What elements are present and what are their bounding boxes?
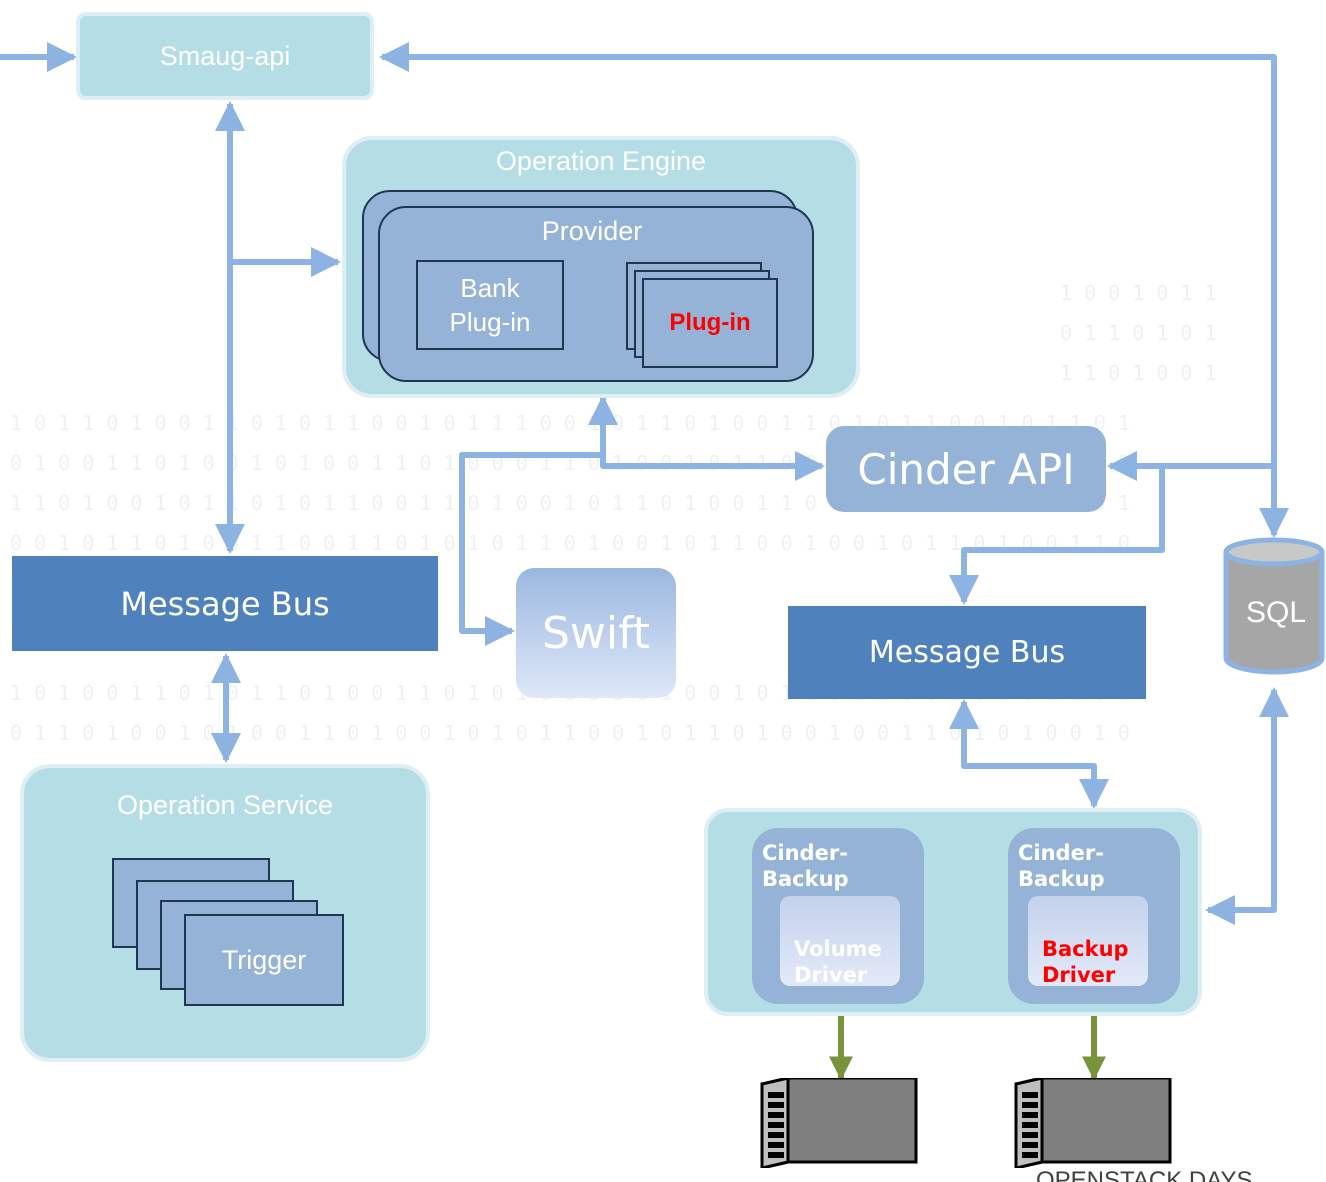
message-bus-right: Message Bus	[788, 606, 1146, 699]
bank-plugin-label: Bank Plug-in	[449, 273, 531, 337]
arrow-sql-to-smaug-api	[379, 42, 1277, 520]
svg-text:0 1 1 0 1 0 1: 0 1 1 0 1 0 1	[1060, 321, 1217, 345]
message-bus-left: Message Bus	[12, 556, 438, 651]
swift-label: Swift	[541, 607, 651, 659]
server-icon	[760, 1078, 918, 1168]
plugin-label: Plug-in	[669, 309, 751, 336]
server-icon	[1014, 1078, 1172, 1168]
smaug-api-box: Smaug-api	[76, 12, 374, 100]
backup-driver-label: Backup Driver	[1042, 937, 1129, 987]
sql-label: SQL	[1245, 596, 1307, 629]
swift-box: Swift	[516, 568, 676, 698]
message-bus-left-label: Message Bus	[120, 584, 330, 623]
svg-text:0 0 1 0 1 1 0 1 0 0 1 1 0 0 1: 0 0 1 0 1 1 0 1 0 0 1 1 0 0 1 1 0 1 0 1 …	[10, 531, 1130, 555]
svg-text:0 1 1 0 1 0 0 1 0 1 0 0 1 1 0: 0 1 1 0 1 0 0 1 0 1 0 0 1 1 0 1 0 0 1 0 …	[10, 721, 1130, 745]
cinder-backup-right-label: Cinder- Backup	[1018, 841, 1105, 891]
arrow-to-swift	[459, 452, 603, 646]
cinder-api-label: Cinder API	[857, 444, 1075, 494]
arrow-bus-to-cinder-backup	[949, 699, 1109, 809]
cinder-api-box: Cinder API	[826, 426, 1106, 512]
arrow-cinder-api-to-right-bus	[949, 466, 1165, 605]
operation-service-label: Operation Service	[116, 790, 334, 820]
plugin-box: Plug-in	[642, 278, 778, 368]
trigger-label: Trigger	[221, 944, 307, 975]
backup-driver-box: Backup Driver	[1028, 896, 1148, 987]
bank-plugin-box: Bank Plug-in	[416, 260, 564, 350]
trigger-box: Trigger	[184, 914, 344, 1006]
arrow-sql-to-cinder-backup	[1205, 687, 1289, 925]
volume-driver-label: Volume Driver	[794, 937, 882, 987]
provider-label: Provider	[541, 216, 643, 246]
cinder-backup-left-label: Cinder- Backup	[762, 841, 849, 891]
operation-engine-label: Operation Engine	[495, 146, 707, 176]
volume-driver-box: Volume Driver	[780, 896, 900, 987]
svg-text:1 1 0 1 0 0 1: 1 1 0 1 0 0 1	[1060, 361, 1217, 385]
database-icon	[1223, 537, 1325, 675]
message-bus-right-label: Message Bus	[868, 635, 1066, 670]
arrow-engine-to-cinder-api	[588, 395, 825, 481]
svg-text:1 0 0 1 0 1 1: 1 0 0 1 0 1 1	[1060, 281, 1217, 305]
smaug-api-label: Smaug-api	[159, 40, 291, 71]
footer-text: OPENSTACK DAYS	[1036, 1167, 1253, 1182]
